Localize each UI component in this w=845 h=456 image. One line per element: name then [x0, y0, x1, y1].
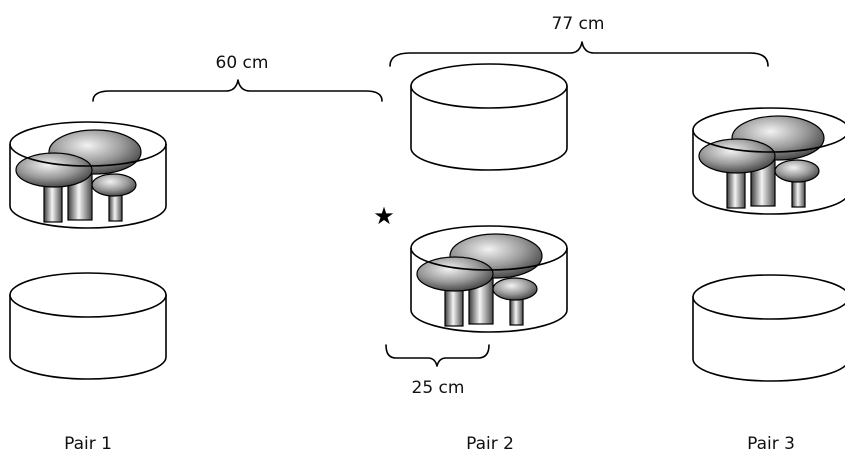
pair1-empty-container — [9, 272, 167, 380]
pair-label-3: Pair 3 — [747, 434, 795, 454]
label-77cm: 77 cm — [552, 14, 605, 34]
pair-label-1: Pair 1 — [64, 434, 112, 454]
pair3-empty-container — [692, 274, 845, 382]
brace-77cm — [389, 41, 769, 67]
brace-25cm — [385, 344, 490, 367]
pair1-mushroom-container — [9, 121, 167, 229]
pair-label-2: Pair 2 — [466, 434, 514, 454]
brace-60cm — [92, 79, 383, 102]
label-60cm: 60 cm — [216, 53, 269, 73]
pair2-mushroom-container — [410, 225, 568, 333]
pair2-empty-container — [410, 63, 568, 171]
label-25cm: 25 cm — [412, 378, 465, 398]
star-icon: ★ — [373, 202, 395, 230]
pair3-mushroom-container — [692, 107, 845, 215]
